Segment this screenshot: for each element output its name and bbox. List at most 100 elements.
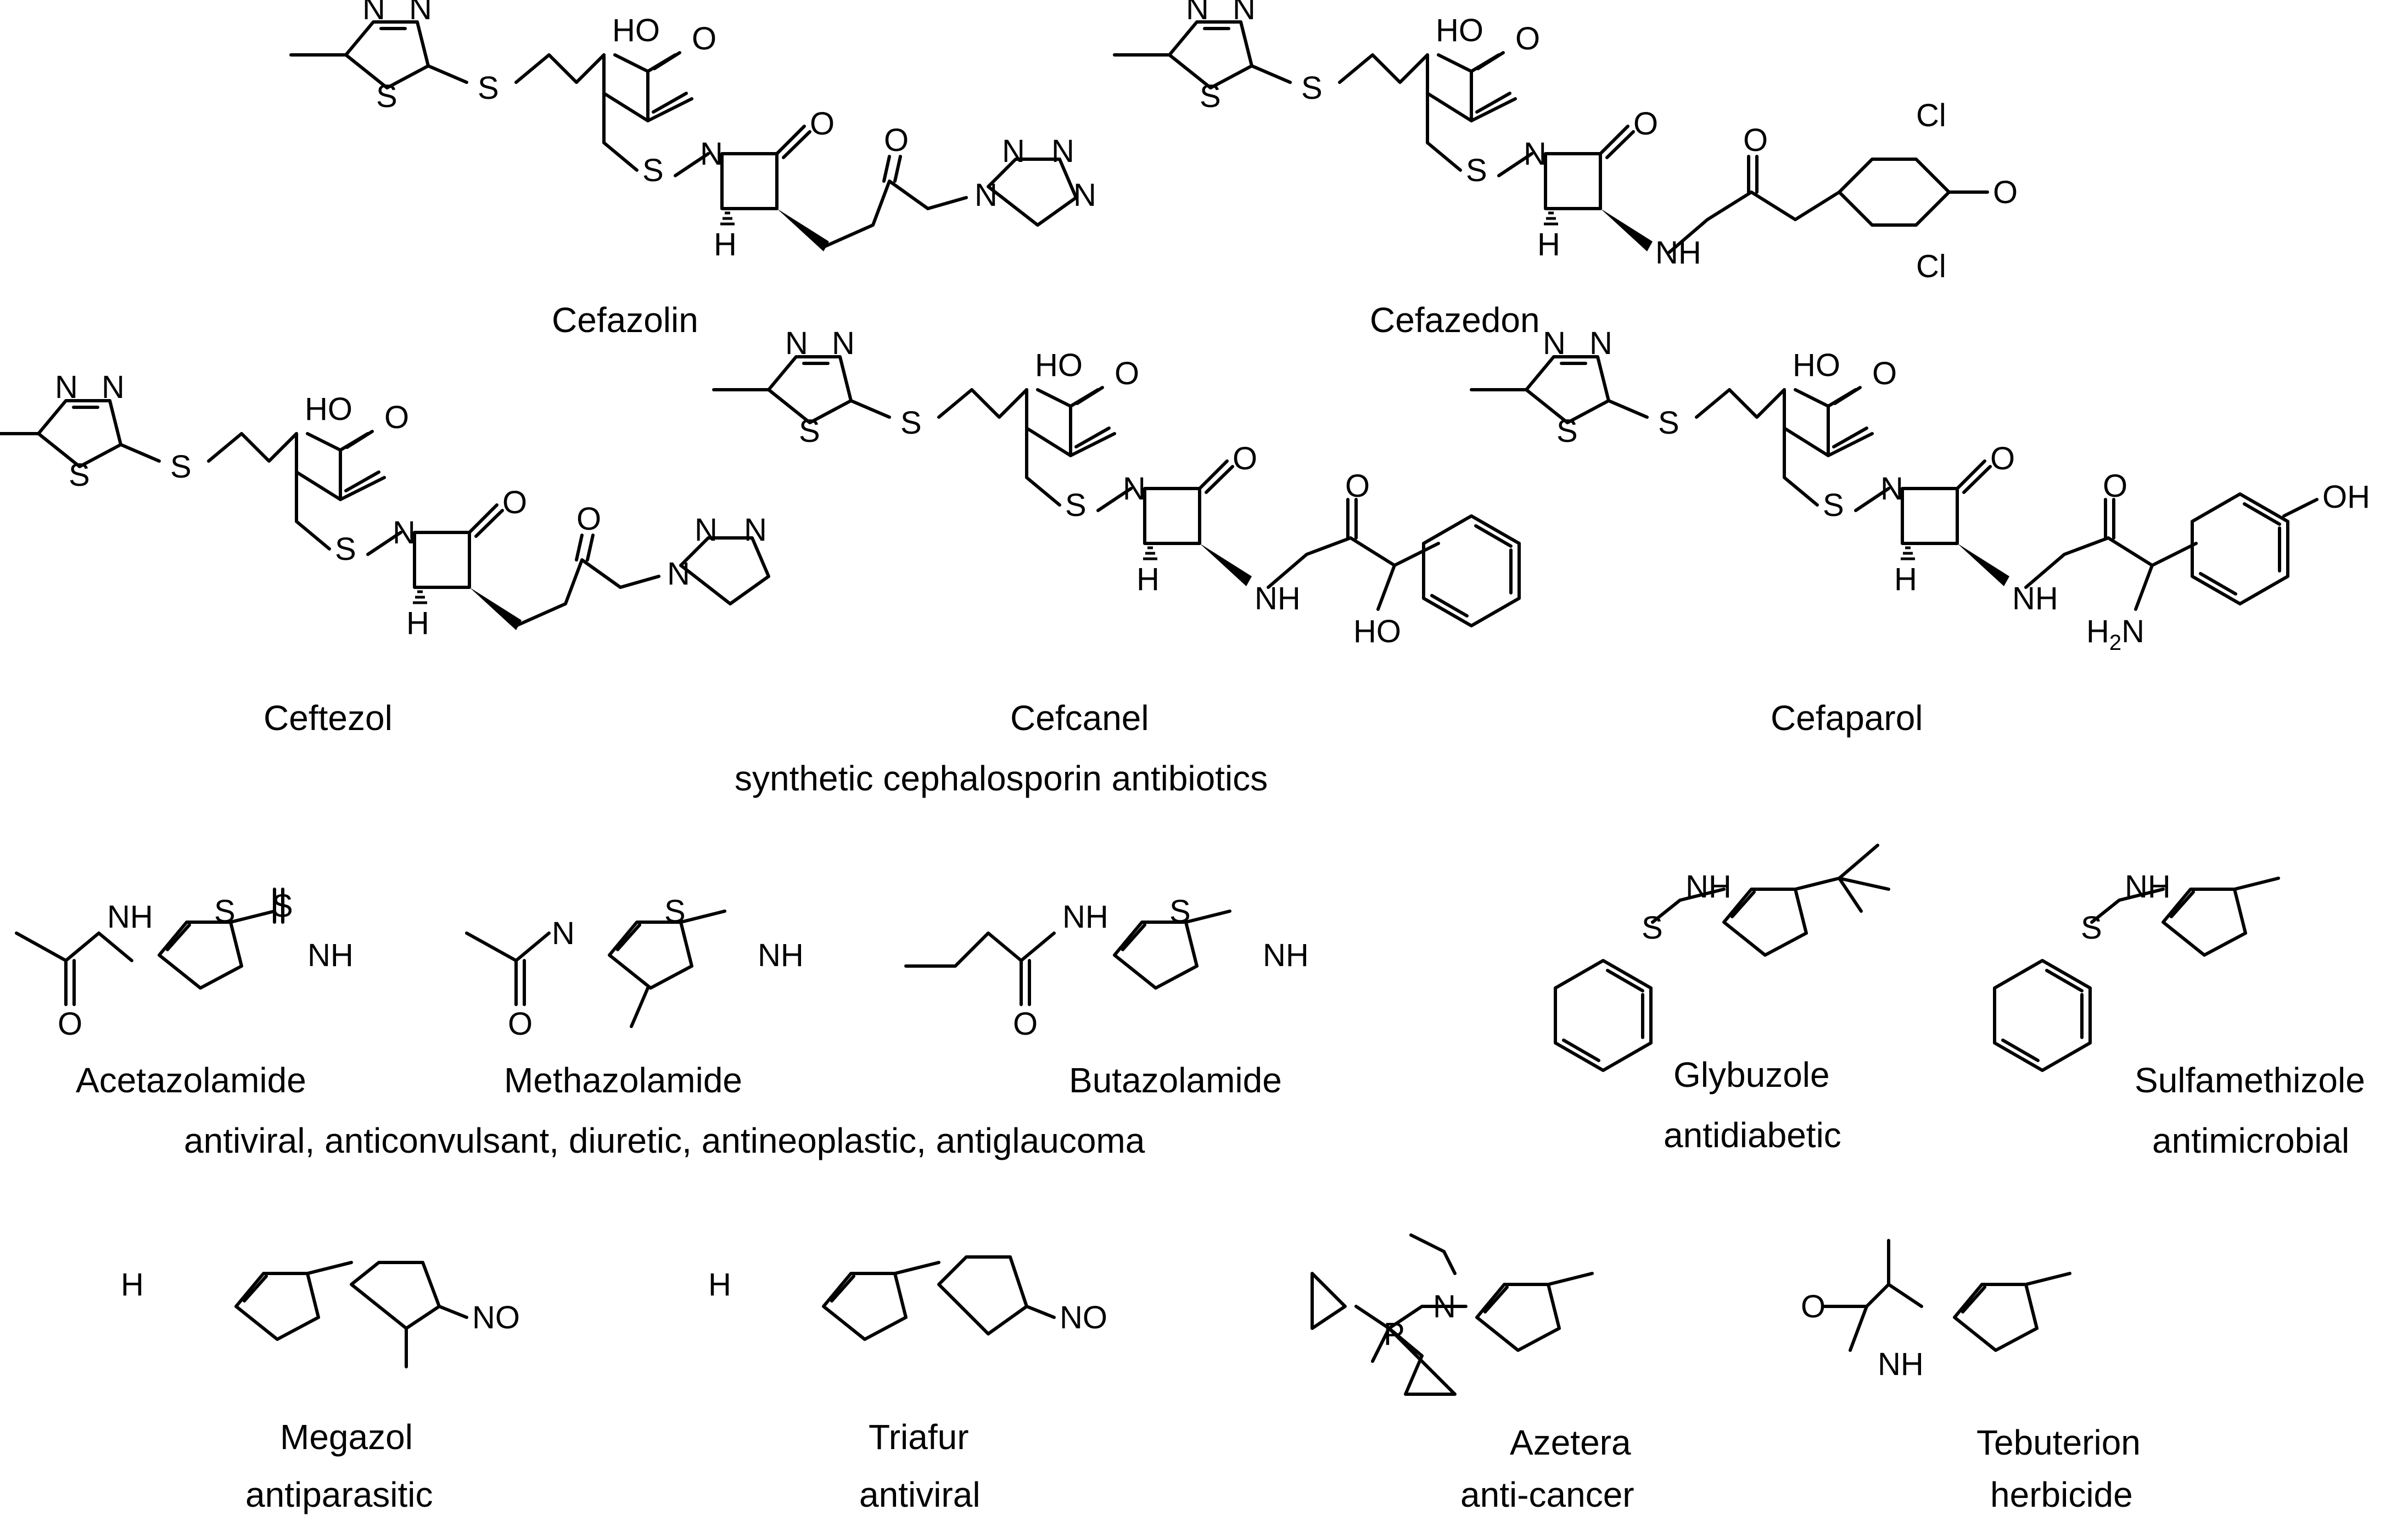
nh-label: NH (1062, 899, 1108, 935)
thiadiazole-ring (1477, 1273, 1592, 1350)
molecule-sulfamethizole: S NH (1995, 869, 2278, 1070)
s-label: S (2081, 910, 2102, 946)
s-label: S (214, 894, 236, 929)
name-ceftezol: Ceftezol (264, 698, 393, 738)
ho-label: HO (1353, 614, 1401, 649)
nh-label: NH (1655, 235, 1701, 271)
nh2-label: NH (1263, 938, 1309, 973)
ketone-chain (514, 534, 660, 627)
activity-sulfamethizole: antimicrobial (2152, 1121, 2349, 1160)
atom-labels (55, 369, 528, 641)
cephalosporin-core-structure (0, 401, 522, 630)
nh-label: NH (1255, 581, 1301, 616)
group-caption-cephalosporins: synthetic cephalosporin antibiotics (735, 759, 1268, 798)
aminoacyl-chain (2024, 498, 2319, 611)
nh2-label: H2N (2086, 614, 2144, 655)
molecule-megazol: H NO (121, 1261, 520, 1368)
dichlorocyclohexadienone-ring (1838, 158, 1989, 227)
thiadiazole-ring (236, 1262, 351, 1339)
cephalosporin-core-structure (714, 357, 1252, 586)
atom-labels (362, 0, 835, 262)
n-label: N (1002, 133, 1025, 169)
activity-megazol: antiparasitic (245, 1475, 433, 1514)
name-sulfamethizole: Sulfamethizole (2135, 1060, 2365, 1100)
atom-labels (1186, 0, 1659, 262)
n-label: N (1051, 133, 1074, 169)
molecule-cefazedon: NH O Cl O Cl (1115, 0, 2018, 284)
activity-tebuterion: herbicide (1990, 1475, 2133, 1514)
o-label: O (1993, 175, 2018, 210)
name-azetera: Azetera (1510, 1423, 1631, 1462)
ketone-chain (822, 155, 968, 249)
o-label: O (58, 1006, 82, 1042)
molecule-cefazolin: O N N N N (291, 0, 1096, 262)
molecule-cefcanel: NH O HO (714, 325, 1519, 649)
n-label: N (1073, 177, 1096, 213)
s-label: S (272, 888, 293, 924)
thiadiazole-ring (1724, 878, 1839, 955)
nh2-label: H (708, 1267, 731, 1303)
o-label: O (1743, 122, 1768, 158)
s-label: S (1642, 910, 1663, 946)
molecule-acetazolamide: NH O S S NH (15, 888, 354, 1042)
o-label: O (576, 501, 601, 537)
name-megazol: Megazol (280, 1417, 413, 1457)
o-label: O (1013, 1006, 1038, 1042)
o-label: O (508, 1006, 533, 1042)
cephalosporin-core-structure (1471, 357, 2009, 586)
p-label: P (1384, 1316, 1405, 1352)
nh-label: NH (1878, 1346, 1924, 1382)
nh2-label: NH (307, 938, 354, 973)
cl-label: Cl (1916, 249, 1946, 284)
molecule-triafur: H NO (708, 1255, 1107, 1339)
thiadiazole-ring (824, 1262, 939, 1339)
n-label: N (695, 512, 718, 548)
tetrazole-ring (679, 536, 770, 605)
activity-triafur: antiviral (859, 1475, 981, 1514)
molecule-cefaparol: NH O OH H2N (1471, 325, 2370, 655)
nh-label: NH (2125, 869, 2171, 905)
o-label: O (2103, 468, 2127, 504)
n-label: N (744, 512, 767, 548)
atom-labels (785, 325, 1258, 597)
amide-chain (1667, 155, 1841, 254)
molecule-ceftezol: O N N N (0, 369, 770, 641)
o-label: O (1801, 1289, 1825, 1324)
thiadiazole-ring (2163, 878, 2278, 955)
molecule-tebuterion: O NH (1801, 1239, 2070, 1382)
name-cefcanel: Cefcanel (1010, 698, 1149, 738)
atom-labels (1543, 325, 2015, 597)
nh-label: NH (2012, 581, 2058, 616)
name-acetazolamide: Acetazolamide (76, 1060, 306, 1100)
molecule-glybuzole: S NH (1555, 844, 1890, 1070)
nh2-label: NH (758, 938, 804, 973)
thiadiazole-ring (1955, 1273, 2070, 1350)
aminophenyl-ring (1995, 961, 2090, 1070)
name-tebuterion: Tebuterion (1976, 1423, 2141, 1462)
name-butazolamide: Butazolamide (1069, 1060, 1282, 1100)
name-triafur: Triafur (869, 1417, 969, 1457)
n-label: N (552, 916, 575, 951)
cl-label: Cl (1916, 98, 1946, 133)
o-label: O (884, 122, 909, 158)
molecule-methazolamide: N O S NH (465, 894, 804, 1042)
name-cefazolin: Cefazolin (552, 300, 698, 340)
phenyl-ring (1555, 961, 1651, 1070)
name-glybuzole: Glybuzole (1673, 1055, 1830, 1095)
o-label: O (1345, 468, 1370, 504)
no2-label: NO (1060, 1300, 1107, 1335)
phenyl-ring (1424, 516, 1519, 626)
activity-azetera: anti-cancer (1460, 1475, 1634, 1514)
name-cefaparol: Cefaparol (1771, 698, 1923, 738)
no2-label: NO (472, 1300, 520, 1335)
oh-label: OH (2322, 479, 2370, 515)
activity-glybuzole: antidiabetic (1664, 1115, 1841, 1155)
tetrazole-ring (987, 158, 1078, 227)
name-methazolamide: Methazolamide (504, 1060, 742, 1100)
cephalosporin-core-structure (291, 22, 829, 251)
hydroxyphenyl-ring (2192, 494, 2288, 604)
cephalosporin-core-structure (1115, 22, 1653, 251)
n-label: N (975, 177, 998, 213)
molecule-azetera: P N (1311, 1233, 1592, 1396)
nh-label: NH (1685, 869, 1732, 905)
